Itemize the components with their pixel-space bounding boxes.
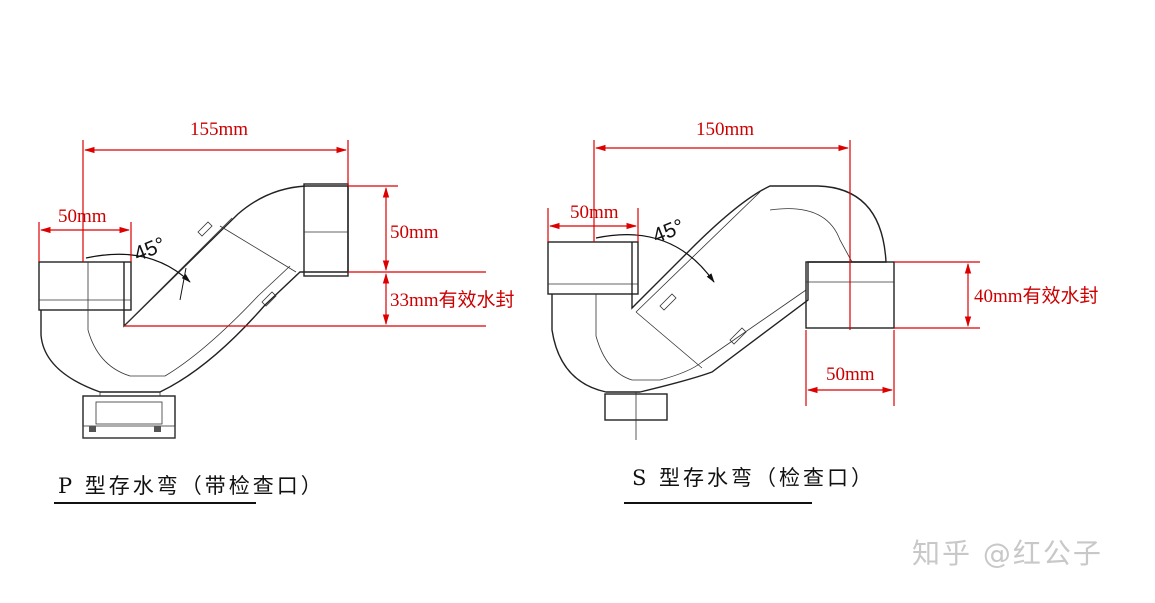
s-trap-drawing — [547, 140, 980, 440]
p-dim-seal: 33mm有效水封 — [390, 289, 515, 311]
p-trap-caption-underline — [54, 502, 256, 504]
p-dim-width: 155mm — [190, 119, 248, 140]
p-dim-inlet: 50mm — [58, 206, 107, 227]
p-outlet-socket — [303, 183, 349, 277]
s-dim-seal: 40mm有效水封 — [974, 285, 1099, 307]
s-angle-label: 45° — [649, 215, 687, 248]
s-dim-outlet: 50mm — [826, 364, 875, 385]
p-dim-outlet: 50mm — [390, 222, 439, 243]
s-trap-caption: S 型存水弯（检查口） — [632, 466, 876, 490]
p-cleanout — [82, 392, 176, 439]
s-inlet-socket — [547, 241, 639, 295]
p-trap-drawing — [38, 140, 486, 439]
p-trap-body-outline — [40, 185, 349, 393]
s-cleanout — [604, 392, 668, 440]
s-dim-width: 150mm — [696, 119, 754, 140]
p-inlet-socket — [38, 261, 132, 311]
p-angle-label: 45° — [131, 233, 169, 266]
s-dim-inlet: 50mm — [570, 202, 619, 223]
p-trap-caption: P 型存水弯（带检查口） — [58, 474, 325, 498]
watermark: 知乎 @红公子 — [912, 537, 1103, 570]
s-trap-caption-underline — [624, 502, 812, 504]
